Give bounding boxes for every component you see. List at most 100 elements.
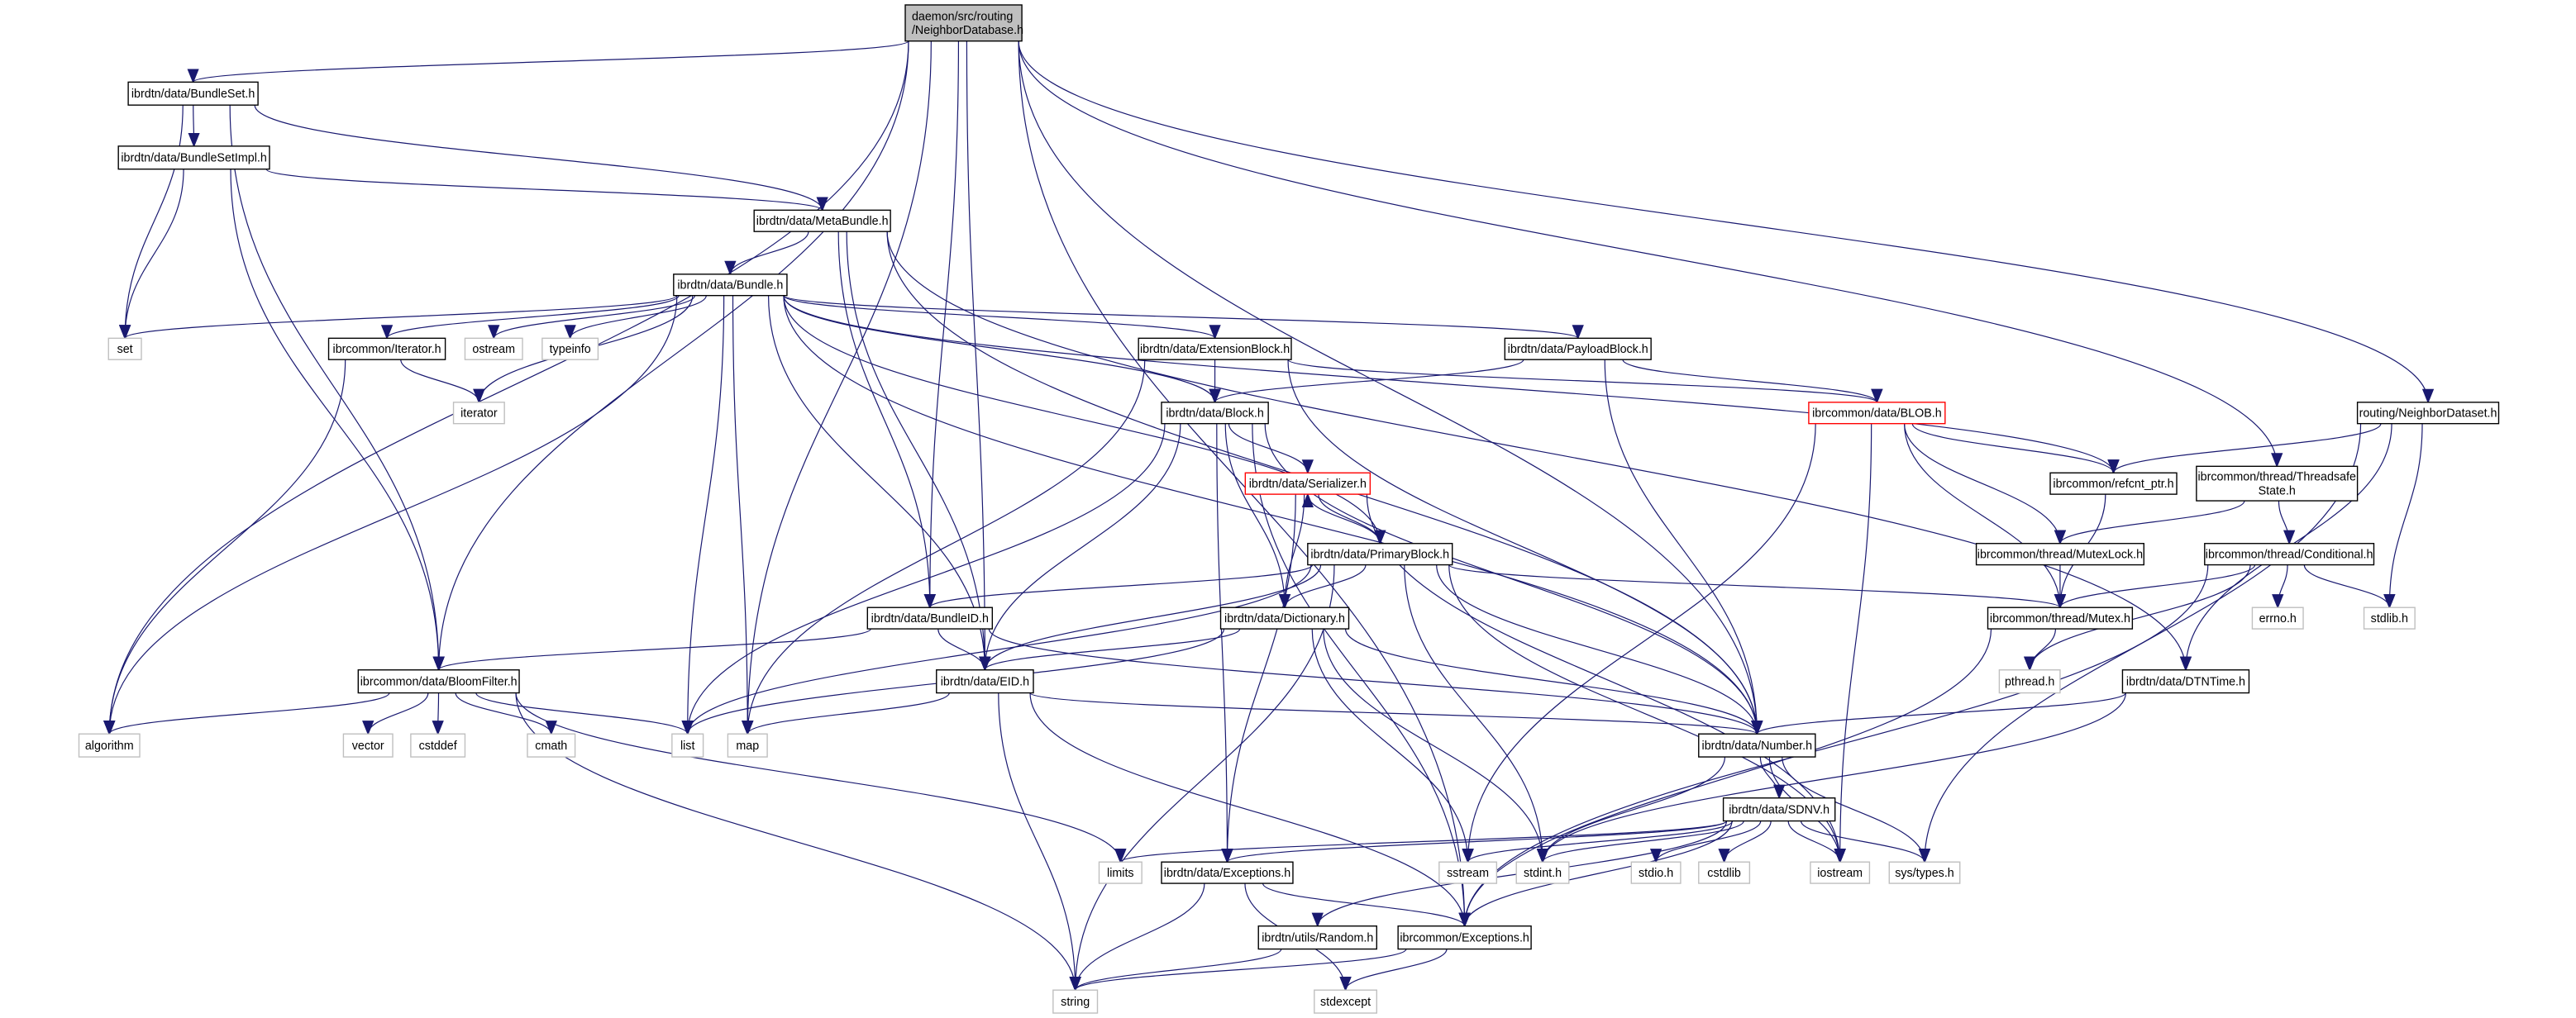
node-bundleset[interactable]: ibrdtn/data/BundleSet.h <box>127 81 259 106</box>
edge-bundle-to-ostream <box>488 295 696 340</box>
edge-dictionary-to-eid <box>979 628 1241 672</box>
node-label: ostream <box>472 343 515 356</box>
node-label: ibrdtn/utils/Random.h <box>1262 932 1373 945</box>
node-errno: errno.h <box>2251 607 2304 630</box>
edge-blob-to-sstream <box>1462 423 1816 864</box>
edge-eid-to-string <box>998 692 1081 992</box>
node-bundle[interactable]: ibrdtn/data/Bundle.h <box>673 274 788 297</box>
edge-extensionblock-to-map <box>742 359 1146 736</box>
node-label: errno.h <box>2259 612 2297 626</box>
node-label: stdexcept <box>1320 996 1371 1009</box>
edge-block-to-dictionary <box>1224 423 1291 610</box>
node-label: ibrdtn/data/Block.h <box>1166 407 1263 421</box>
edge-bloomfilter-to-string <box>515 692 1081 992</box>
nodes-layer: daemon/src/routing/NeighborDatabase.h ibr… <box>78 4 2500 1014</box>
node-metabundle[interactable]: ibrdtn/data/MetaBundle.h <box>753 209 891 232</box>
node-dtntime[interactable]: ibrdtn/data/DTNTime.h <box>2121 669 2250 694</box>
edge-bundleid-to-bloomfilter <box>432 628 871 672</box>
edge-bundle-to-number <box>783 295 1763 736</box>
edge-block-to-eid <box>979 423 1181 672</box>
edge-eid-to-number <box>1029 692 1763 736</box>
node-box <box>1515 861 1570 884</box>
edge-root-to-bundleset <box>188 40 909 84</box>
edge-block-to-list <box>681 423 1166 736</box>
node-label: typeinfo <box>550 343 591 356</box>
node-box <box>541 337 599 360</box>
node-box <box>1810 861 1871 884</box>
node-box <box>1698 861 1751 884</box>
node-sdnv[interactable]: ibrdtn/data/SDNV.h <box>1722 797 1836 822</box>
node-neighbordataset[interactable]: routing/NeighborDataset.h <box>2356 402 2500 425</box>
node-dictionary[interactable]: ibrdtn/data/Dictionary.h <box>1219 607 1350 630</box>
edge-bundleid-to-eid <box>937 628 991 672</box>
node-serializer[interactable]: ibrdtn/data/Serializer.h <box>1244 472 1371 495</box>
node-stdint: stdint.h <box>1515 861 1570 884</box>
edge-bundle-to-typeinfo <box>564 295 707 340</box>
edge-sdnv-to-limits <box>1114 821 1728 864</box>
edge-bundle-to-primaryblock <box>783 295 1386 545</box>
node-box <box>1161 402 1269 425</box>
node-payloadblock[interactable]: ibrdtn/data/PayloadBlock.h <box>1504 337 1652 360</box>
node-blob[interactable]: ibrcommon/data/BLOB.h <box>1808 402 1946 425</box>
edge-root-to-eid <box>966 40 991 672</box>
node-refcnt[interactable]: ibrcommon/refcnt_ptr.h <box>2049 472 2178 495</box>
edge-bundle-to-algorithm <box>103 295 678 736</box>
node-box <box>1630 861 1682 884</box>
edge-bundle-to-iteratorh <box>381 295 680 340</box>
node-bloomfilter[interactable]: ibrcommon/data/BloomFilter.h <box>357 669 520 694</box>
edge-bundlesetimpl-to-metabundle <box>265 169 828 212</box>
node-label: iterator <box>460 407 498 421</box>
node-ibrexceptions[interactable]: ibrcommon/Exceptions.h <box>1397 925 1532 950</box>
node-conditional[interactable]: ibrcommon/thread/Conditional.h <box>2204 543 2375 566</box>
node-box <box>410 733 466 758</box>
node-primaryblock[interactable]: ibrdtn/data/PrimaryBlock.h <box>1307 543 1453 566</box>
edge-root-to-neighbordataset <box>1018 40 2435 404</box>
node-mutexlock[interactable]: ibrcommon/thread/MutexLock.h <box>1975 543 2144 566</box>
edge-bloomfilter-to-cstddef <box>432 692 444 736</box>
node-stdexcept: stdexcept <box>1314 989 1377 1014</box>
node-bundlesetimpl[interactable]: ibrdtn/data/BundleSetImpl.h <box>117 145 270 170</box>
node-label: iostream <box>1817 867 1863 880</box>
edge-primaryblock-to-stdint <box>1404 564 1549 864</box>
edge-metabundle-to-bundle <box>724 231 809 276</box>
edge-dictionary-to-sstream <box>1311 629 1474 864</box>
edge-payloadblock-to-number <box>1604 359 1763 736</box>
node-block[interactable]: ibrdtn/data/Block.h <box>1161 402 1269 425</box>
node-label: cstddef <box>419 740 457 753</box>
node-bundleid[interactable]: ibrdtn/data/BundleID.h <box>866 607 994 630</box>
edge-primaryblock-to-serializer <box>1301 492 1381 544</box>
node-label: ibrdtn/data/Bundle.h <box>677 279 783 293</box>
edge-dictionary-to-stdint <box>1323 629 1549 864</box>
node-random[interactable]: ibrdtn/utils/Random.h <box>1257 925 1377 950</box>
edge-ibrexceptions-to-stdexcept <box>1339 949 1448 992</box>
edge-block-to-dtnexceptions <box>1216 423 1233 864</box>
edges-layer <box>103 40 2435 992</box>
node-number[interactable]: ibrdtn/data/Number.h <box>1698 733 1816 758</box>
node-box <box>2049 472 2178 495</box>
edge-threadsafe-to-conditional <box>2278 501 2296 545</box>
node-box <box>1975 543 2144 566</box>
edge-serializer-to-dtnexceptions <box>1221 494 1296 864</box>
node-box <box>78 733 141 758</box>
edge-metabundle-to-bundleid <box>837 231 936 610</box>
node-sstream: sstream <box>1438 861 1498 884</box>
edge-eid-to-ibrexceptions <box>1029 692 1471 928</box>
node-extensionblock[interactable]: ibrdtn/data/ExtensionBlock.h <box>1138 337 1292 360</box>
node-box <box>671 733 704 758</box>
node-iteratorh[interactable]: ibrcommon/Iterator.h <box>327 337 446 360</box>
edge-ibrexceptions-to-string <box>1069 949 1407 992</box>
node-root[interactable]: daemon/src/routing/NeighborDatabase.h <box>904 4 1023 42</box>
node-label: routing/NeighborDataset.h <box>2359 407 2497 421</box>
edge-neighbordataset-to-stdlib <box>2383 423 2423 610</box>
node-label: ibrdtn/data/ExtensionBlock.h <box>1140 343 1290 356</box>
node-mutex[interactable]: ibrcommon/thread/Mutex.h <box>1987 607 2134 630</box>
node-eid[interactable]: ibrdtn/data/EID.h <box>936 669 1034 694</box>
edge-threadsafe-to-mutexlock <box>2054 500 2245 545</box>
node-label: ibrdtn/data/MetaBundle.h <box>756 215 889 228</box>
edge-sdnv-to-sstream <box>1462 821 1734 864</box>
edge-root-to-algorithm <box>103 40 909 736</box>
node-dtnexceptions[interactable]: ibrdtn/data/Exceptions.h <box>1161 861 1294 884</box>
edge-conditional-to-stdlib <box>2303 564 2396 610</box>
